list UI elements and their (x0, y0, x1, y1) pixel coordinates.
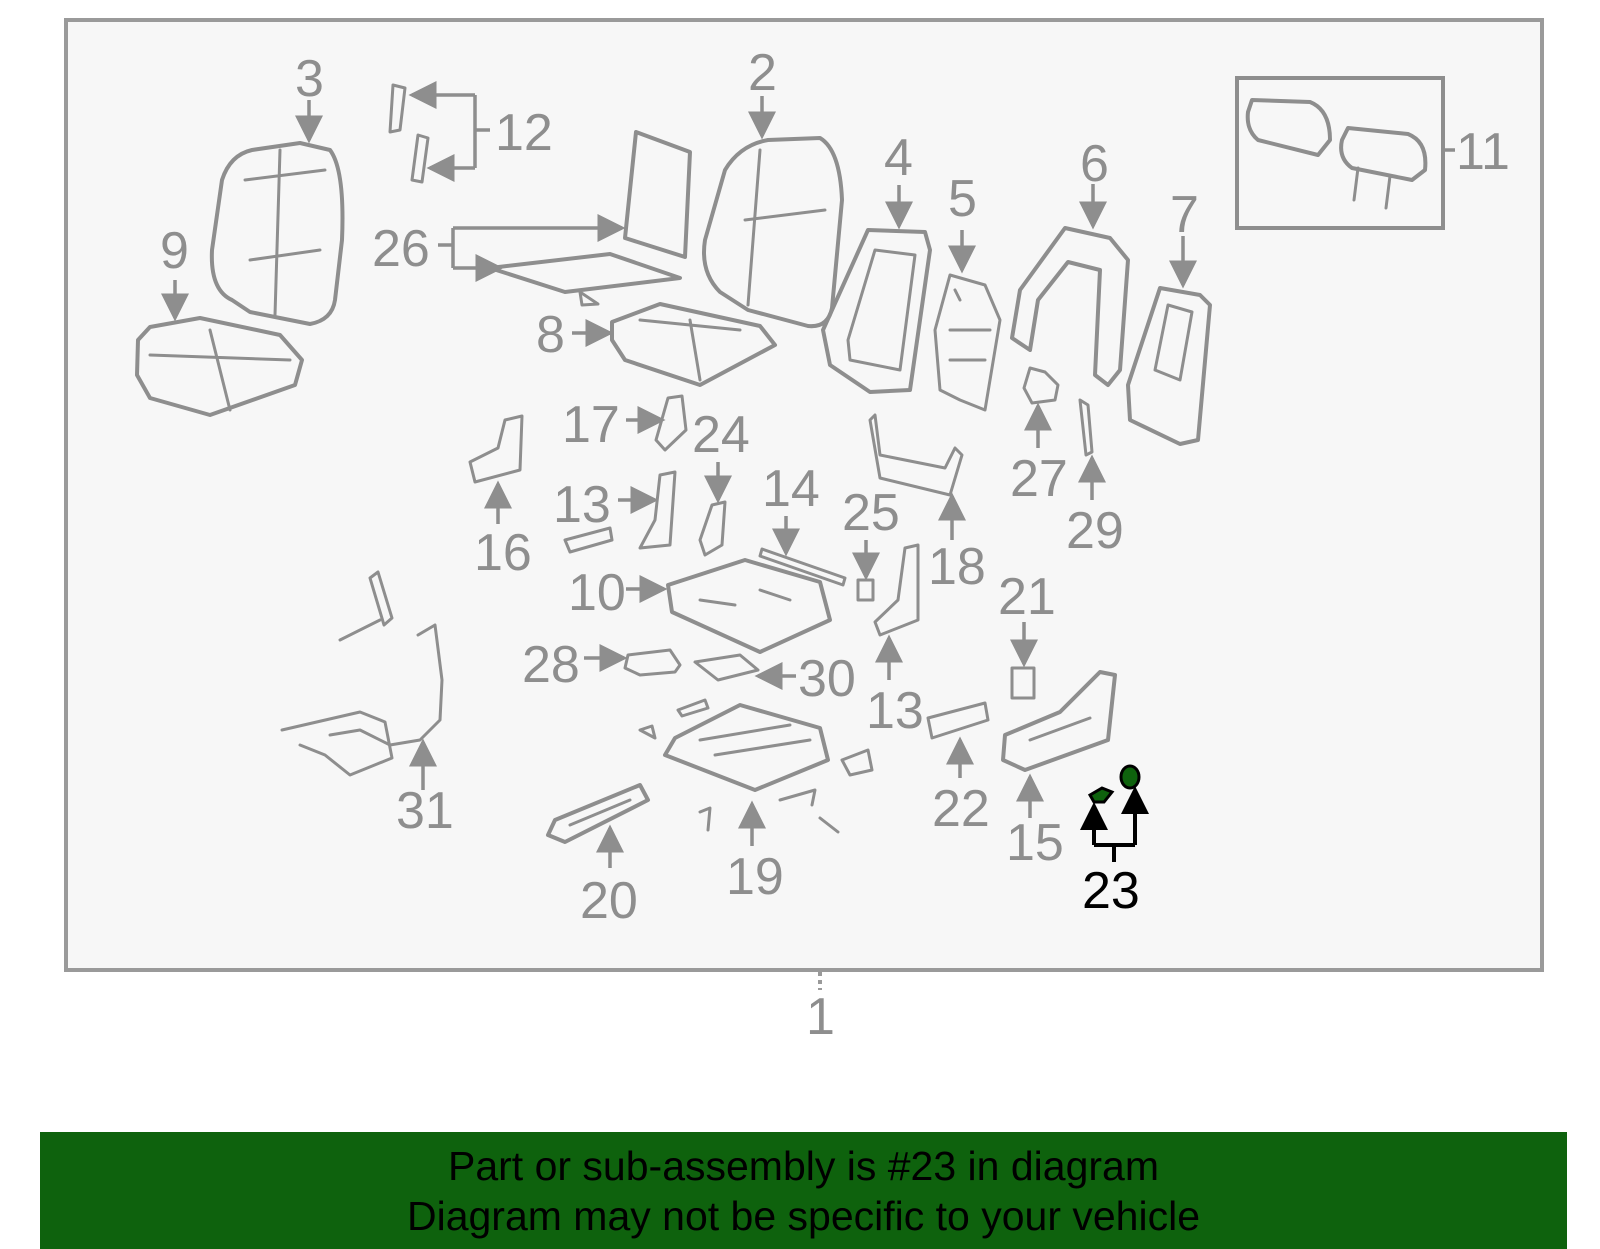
callout-15: 15 (1006, 814, 1064, 872)
part-22: 22 (926, 701, 990, 838)
part-27: 27 (1010, 366, 1068, 508)
part-26-panels: 26 (372, 130, 692, 307)
callout-5: 5 (948, 170, 977, 228)
callout-24: 24 (692, 406, 750, 464)
part-12-clips: 12 (388, 81, 553, 184)
part-23-knobs: 23 (1080, 764, 1149, 920)
callout-6: 6 (1080, 135, 1109, 193)
part-20: 20 (546, 783, 650, 930)
callout-11: 11 (1456, 123, 1510, 181)
callout-19: 19 (726, 848, 784, 906)
callout-12: 12 (495, 104, 553, 162)
callout-13-lower: 13 (866, 682, 924, 740)
callout-4: 4 (884, 129, 913, 187)
part-21: 21 (998, 568, 1056, 700)
callout-29: 29 (1066, 502, 1124, 560)
callout-9: 9 (160, 222, 189, 280)
part-31-harness: 31 (280, 570, 454, 840)
part-15-shield: 15 (1001, 670, 1117, 872)
part-9-cushion: 9 (135, 222, 304, 417)
callout-14: 14 (762, 460, 820, 518)
part-7-backpanel: 7 (1126, 186, 1212, 446)
callout-1: 1 (806, 988, 835, 1046)
callout-30: 30 (798, 650, 856, 708)
part-13b: 13 (866, 543, 924, 740)
callout-16: 16 (474, 524, 532, 582)
part-5-mechanism: 5 (933, 170, 1002, 412)
part-30: 30 (693, 650, 856, 708)
part-14: 14 (758, 460, 847, 587)
callout-3: 3 (295, 50, 324, 108)
callout-21: 21 (998, 568, 1056, 626)
callout-18: 18 (928, 538, 986, 596)
callout-31: 31 (396, 782, 454, 840)
callout-23: 23 (1082, 862, 1140, 920)
callout-17: 17 (562, 396, 620, 454)
part-6-trim: 6 (1010, 135, 1130, 387)
banner-line-1: Part or sub-assembly is #23 in diagram (448, 1143, 1159, 1189)
callout-26: 26 (372, 220, 430, 278)
part-3-seatback: 3 (209, 50, 345, 326)
callout-22: 22 (932, 780, 990, 838)
callout-2: 2 (748, 44, 777, 102)
part-4-frame: 4 (821, 129, 932, 394)
callout-25: 25 (842, 484, 900, 542)
part-16: 16 (468, 414, 532, 582)
part-19-track: 19 (638, 698, 874, 906)
part-18: 18 (868, 413, 986, 596)
part-2-seatback: 2 (702, 44, 844, 329)
part-8-cushion: 8 (536, 302, 777, 387)
part-29: 29 (1066, 398, 1124, 560)
diagram-frame (64, 18, 1544, 972)
info-banner: Part or sub-assembly is #23 in diagram D… (40, 1132, 1567, 1249)
part-17: 17 (562, 394, 688, 454)
callout-13-upper: 13 (553, 476, 611, 534)
part-24: 24 (692, 406, 750, 557)
part-25: 25 (842, 484, 900, 602)
callout-8: 8 (536, 306, 565, 364)
part-10-seatpan: 10 (568, 558, 832, 654)
part-13a: 13 (553, 470, 677, 554)
part-28: 28 (522, 636, 682, 694)
callout-7: 7 (1170, 186, 1199, 244)
banner-line-2: Diagram may not be specific to your vehi… (406, 1193, 1200, 1239)
callout-27: 27 (1010, 450, 1068, 508)
callout-10: 10 (568, 564, 626, 622)
callout-28: 28 (522, 636, 580, 694)
part-11-headrests: 11 (1235, 76, 1510, 230)
callout-20: 20 (580, 872, 638, 930)
